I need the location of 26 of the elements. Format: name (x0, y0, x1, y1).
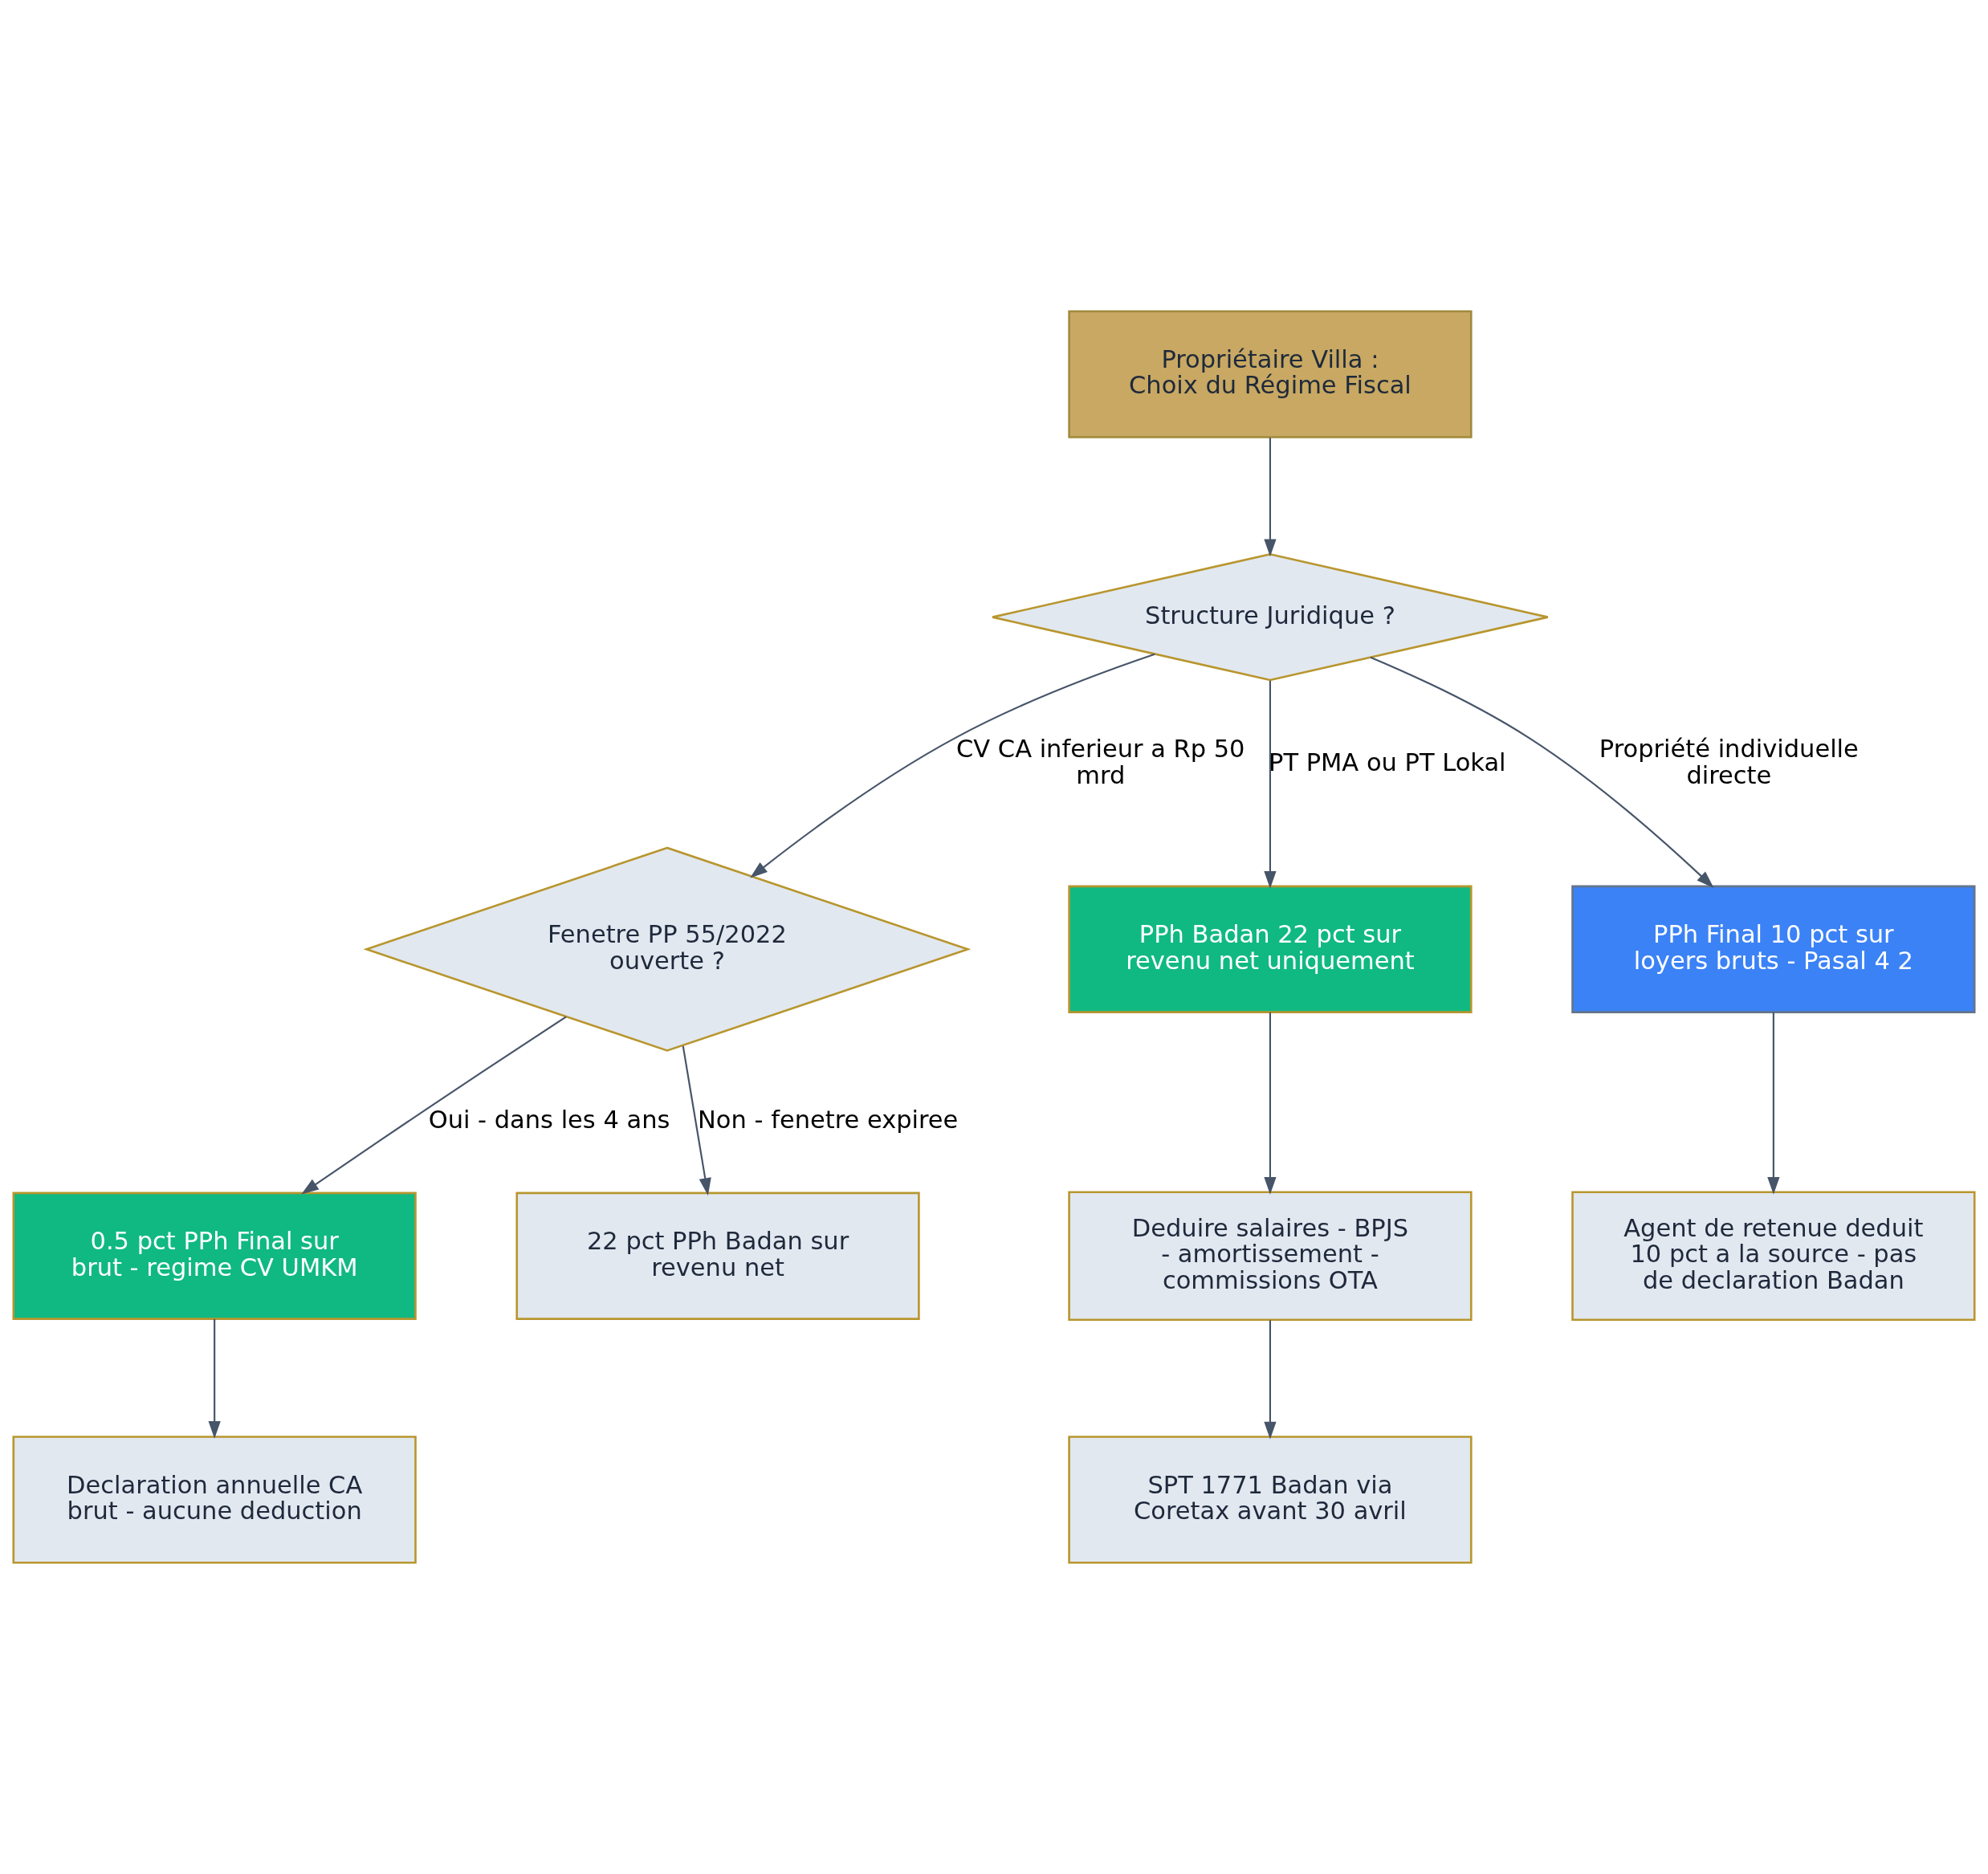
edge-label: PT PMA ou PT Lokal (1269, 748, 1506, 776)
node-box: PPh Badan 22 pct sur revenu net uniquement (1068, 885, 1473, 1013)
edge-label: Oui - dans les 4 ans (428, 1105, 670, 1134)
arrow (208, 1318, 221, 1439)
node-box: PPh Final 10 pct sur loyers bruts - Pasal 4 2 (1571, 885, 1976, 1013)
node-box: Deduire salaires - BPJS - amortissement - commissions OTA (1068, 1191, 1473, 1322)
arrow (301, 1016, 567, 1195)
arrow (682, 1045, 711, 1196)
arrow (750, 653, 1155, 878)
node-box: SPT 1771 Badan via Coretax avant 30 avril (1068, 1436, 1473, 1564)
node-diamond: Structure Juridique ? (991, 552, 1550, 682)
arrow (1370, 656, 1714, 888)
arrow (1264, 438, 1277, 557)
node-box: Declaration annuelle CA brut - aucune deduction (12, 1436, 417, 1564)
edge-label: CV CA inferieur a Rp 50 mrd (956, 735, 1245, 789)
arrow (1264, 680, 1277, 889)
edge-label: Non - fenetre expiree (698, 1105, 959, 1134)
arrow (1767, 1012, 1780, 1195)
node-box: 0.5 pct PPh Final sur brut - regime CV UMKM (12, 1192, 417, 1320)
edge-label: Propriété individuelle directe (1599, 735, 1859, 789)
arrow (1264, 1320, 1277, 1440)
node-diamond: Fenetre PP 55/2022 ouverte ? (363, 846, 972, 1052)
arrow (1264, 1012, 1277, 1195)
node-box: Agent de retenue deduit 10 pct a la source - pas de declaration Badan (1571, 1191, 1976, 1322)
node-box: Propriétaire Villa : Choix du Régime Fiscal (1068, 310, 1473, 438)
node-box: 22 pct PPh Badan sur revenu net (515, 1192, 920, 1320)
